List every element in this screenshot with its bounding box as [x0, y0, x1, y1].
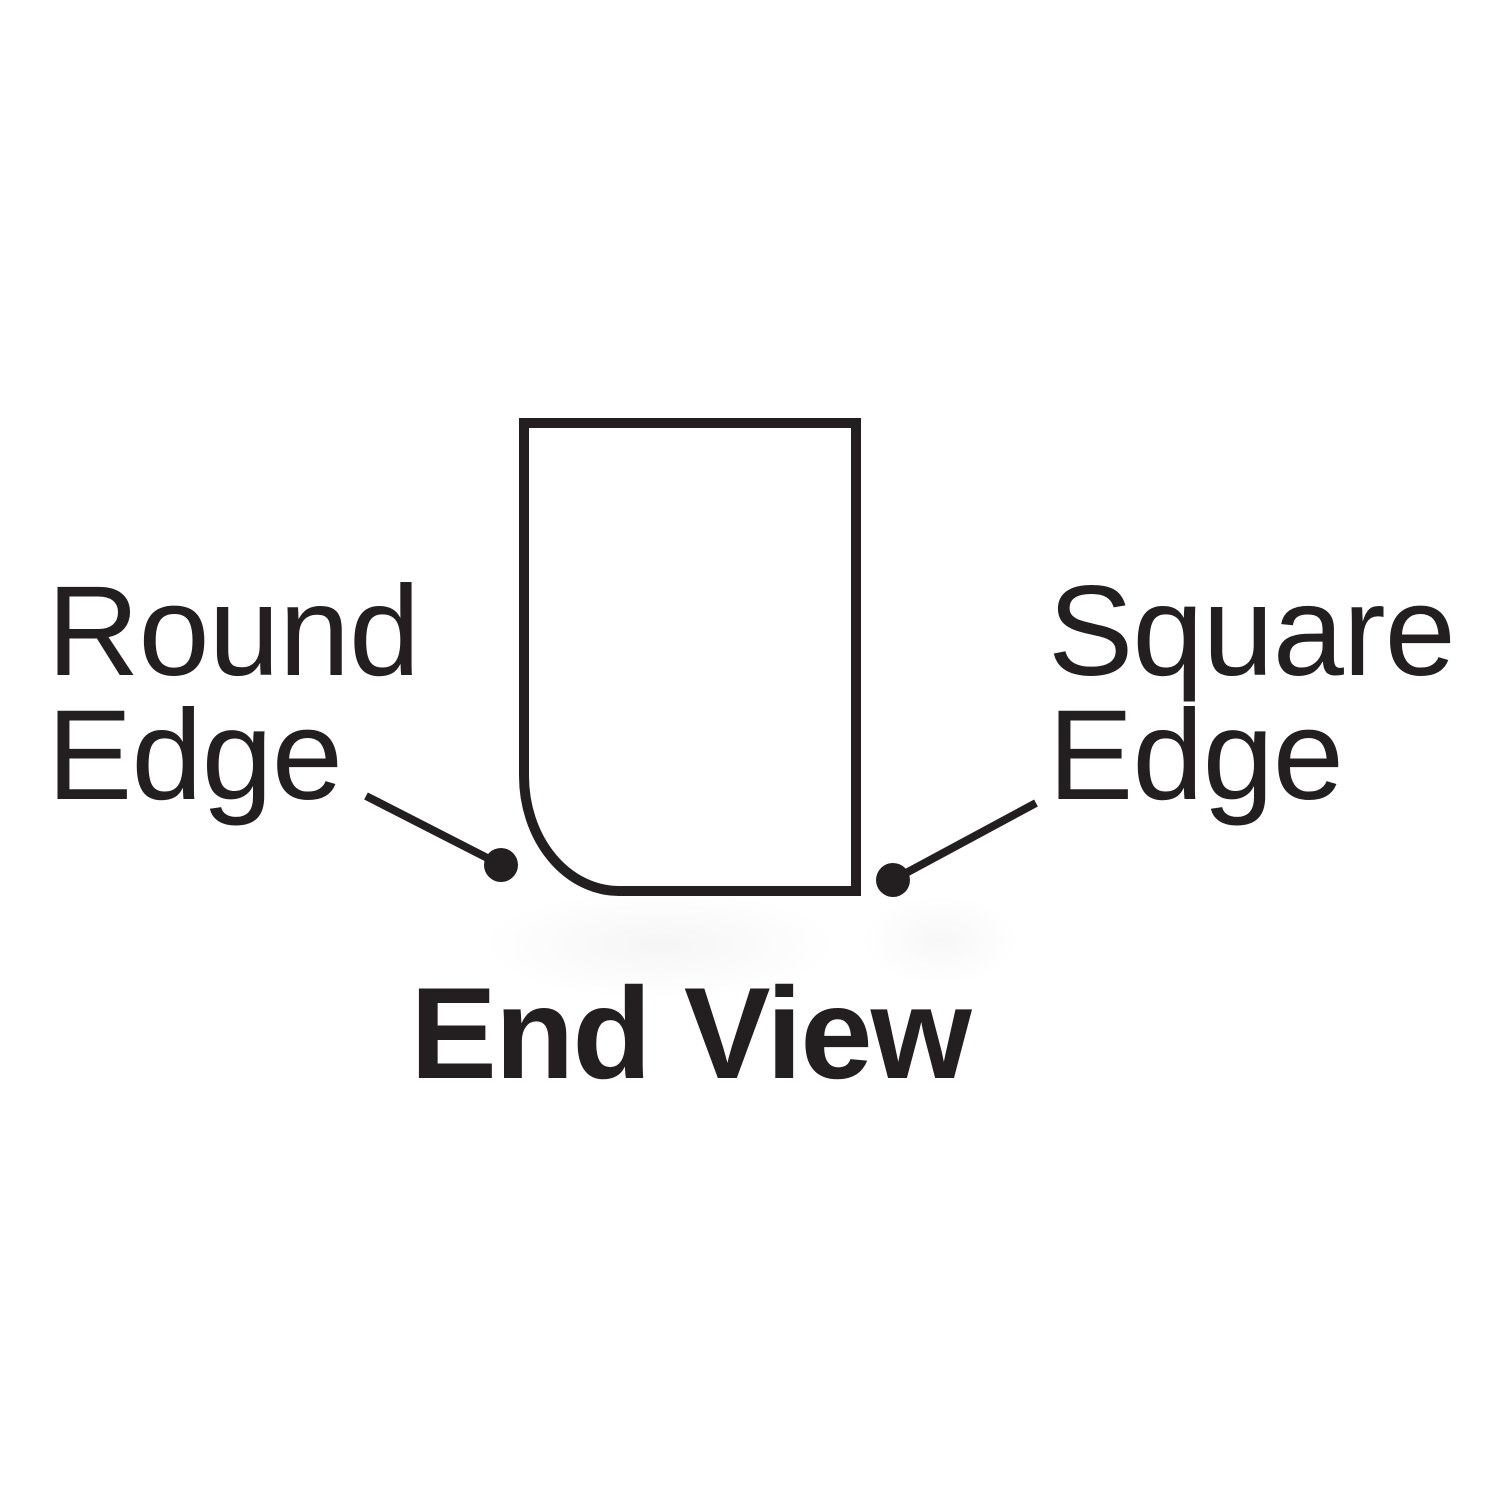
round-edge-dot: [484, 848, 518, 882]
round-edge-label-line1: Round: [47, 560, 420, 703]
profile-outline: [519, 418, 861, 896]
square-edge-leader-line: [891, 799, 1038, 884]
round-edge-label-line2: Edge: [47, 684, 343, 827]
round-edge-label: Round Edge: [47, 560, 420, 827]
square-edge-dot: [876, 863, 910, 897]
square-edge-label: Square Edge: [1048, 560, 1456, 827]
end-view-caption: End View: [410, 960, 972, 1106]
square-edge-label-line2: Edge: [1048, 684, 1344, 827]
square-edge-label-line1: Square: [1048, 560, 1456, 703]
round-edge-leader-line: [364, 792, 503, 869]
